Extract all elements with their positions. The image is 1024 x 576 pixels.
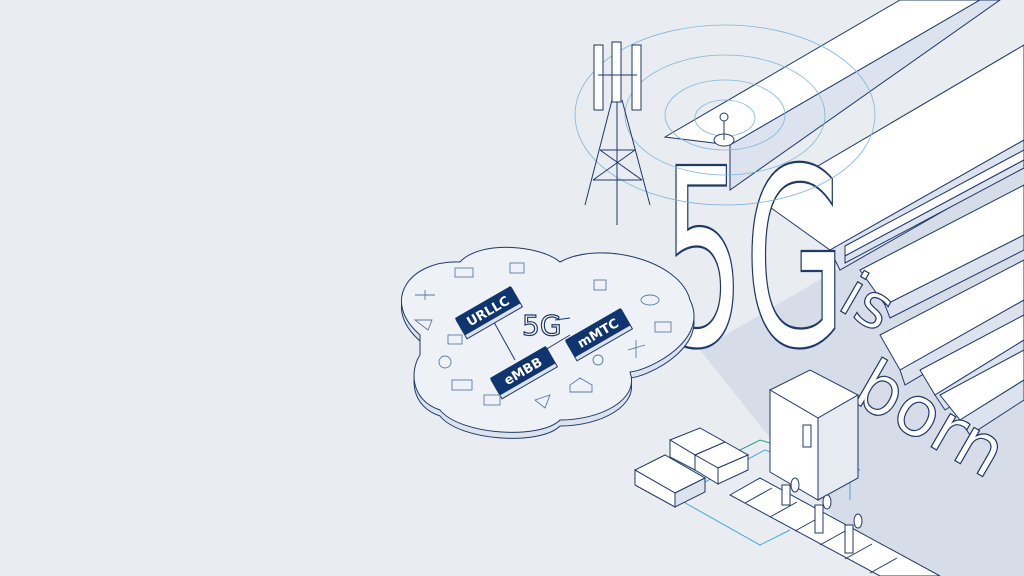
cloud-5g-label: 5G	[522, 309, 562, 342]
antenna-icon	[713, 112, 735, 147]
building-icon	[654, 321, 672, 333]
lightbulb-icon	[592, 354, 604, 366]
car-icon	[454, 267, 474, 278]
robot-arm-icon	[415, 290, 435, 300]
headline-5g: 5G	[662, 116, 845, 404]
tablet-icon	[451, 379, 473, 391]
signal-waves	[574, 24, 876, 206]
server-icon	[483, 394, 501, 406]
extrusion-is-born	[844, 149, 1024, 436]
vr-headset-icon	[447, 334, 463, 345]
cloud-icon	[640, 294, 660, 306]
5g-cloud-platform: 5G	[401, 246, 695, 439]
factory-scene	[633, 369, 941, 576]
gamepad-icon	[438, 355, 452, 369]
house-icon	[569, 377, 593, 393]
battery-icon	[509, 262, 525, 274]
wind-turbine-icon	[627, 340, 646, 358]
cell-tower-icon	[584, 41, 651, 225]
device-icons	[413, 262, 672, 409]
drone-icon	[413, 319, 433, 331]
phone-icon	[593, 279, 607, 291]
camera-icon	[534, 394, 551, 409]
